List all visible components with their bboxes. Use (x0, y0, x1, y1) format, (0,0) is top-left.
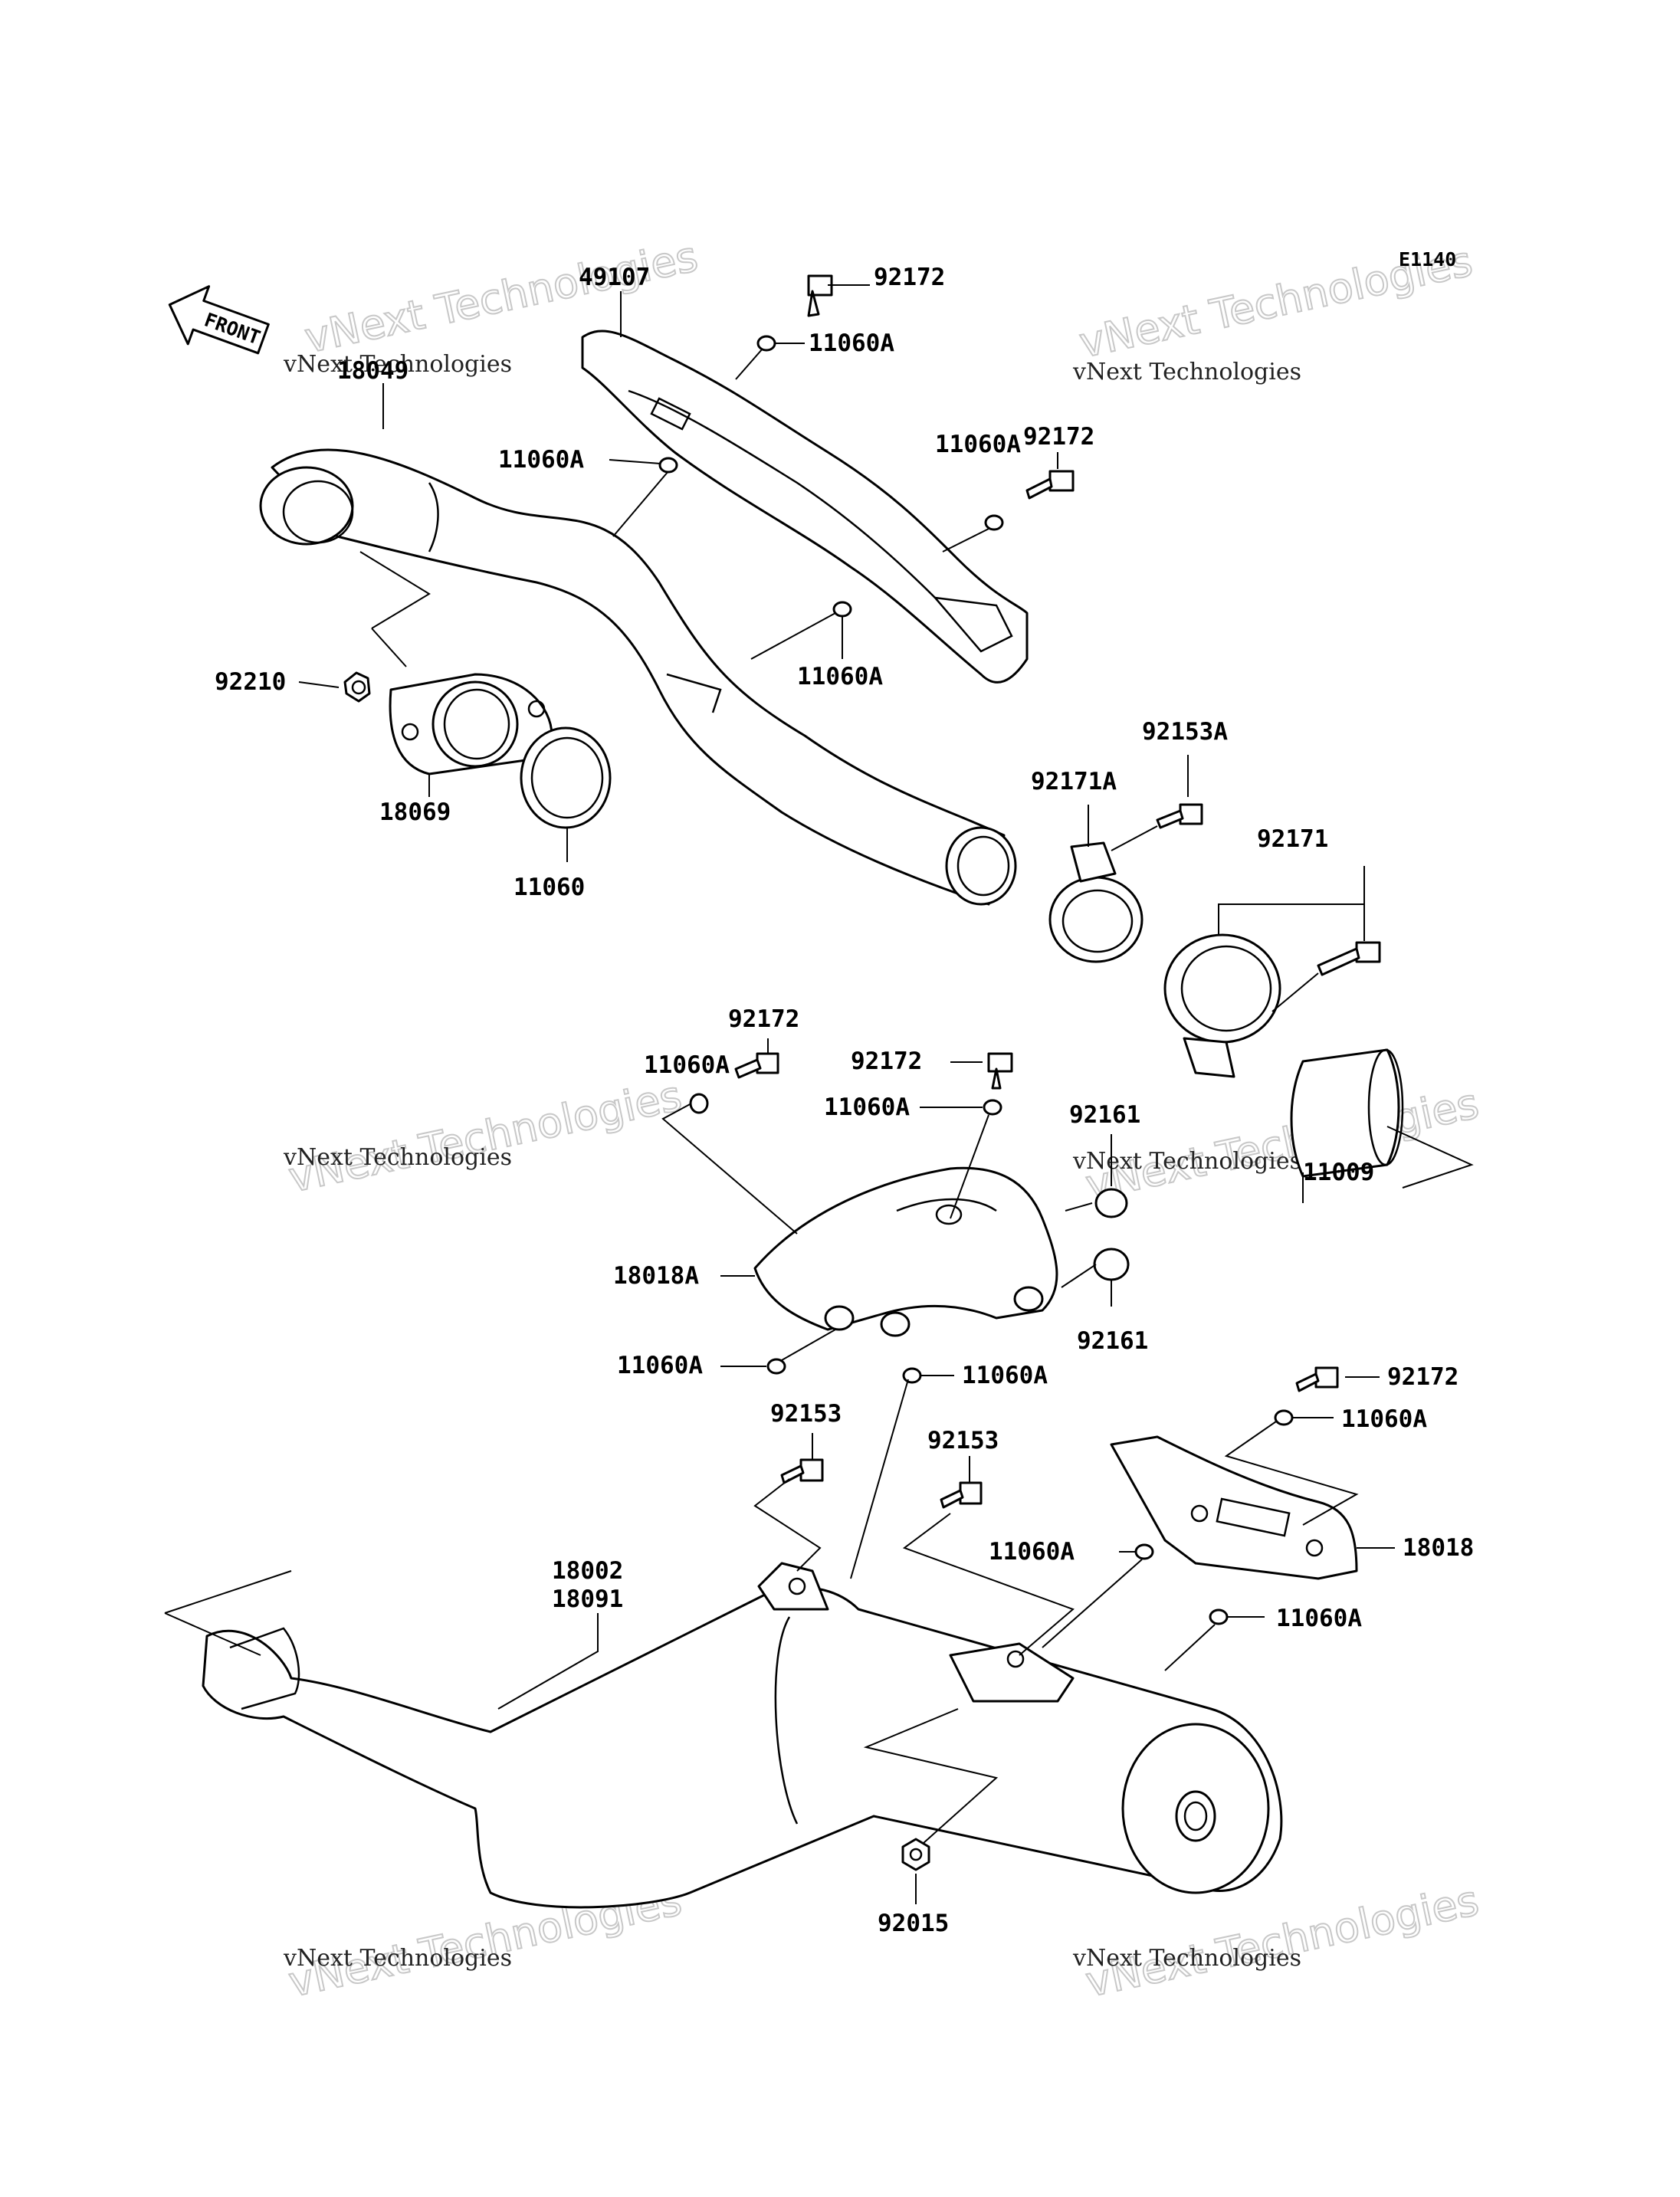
bolt-92153-a (780, 1458, 824, 1484)
bolt-92172-e (1295, 1366, 1339, 1392)
label-92210: 92210 (215, 668, 286, 696)
bolt-92172-d (987, 1052, 1013, 1090)
bolt-92171 (1317, 941, 1381, 976)
washer-11060A-d (832, 601, 852, 618)
label-11060A: 11060A (935, 431, 1021, 458)
label-18002: 18002 (552, 1557, 623, 1585)
label-92172: 92172 (1387, 1363, 1459, 1391)
label-11060A: 11060A (824, 1094, 910, 1121)
label-11060A: 11060A (1276, 1605, 1362, 1632)
grommet-92161-a (1094, 1188, 1128, 1218)
part-labels: 49107 92172 11060A 18049 11060A 92172 11… (215, 264, 1474, 1937)
nut-92015 (901, 1838, 930, 1871)
label-92153: 92153 (770, 1400, 842, 1428)
washer-11060A-k (1209, 1608, 1229, 1625)
watermark-text: vNext Technologies (284, 1071, 686, 1202)
washer-11060A-h (902, 1367, 922, 1384)
heat-shield-18018 (1110, 1435, 1358, 1580)
clamp-92171 (1163, 933, 1281, 1078)
label-11060A: 11060A (1341, 1405, 1427, 1433)
washer-11060A-i (1274, 1409, 1294, 1426)
label-11009: 11009 (1303, 1159, 1374, 1186)
bolt-92172-a (807, 274, 833, 317)
bolt-92172-b (1025, 470, 1075, 500)
label-92172: 92172 (728, 1005, 799, 1033)
label-11060A: 11060A (962, 1362, 1048, 1389)
label-92015: 92015 (878, 1910, 949, 1937)
label-18018A: 18018A (613, 1262, 699, 1290)
nut-92210 (343, 671, 371, 703)
washer-11060A-b (658, 457, 678, 474)
label-92171A: 92171A (1031, 768, 1117, 795)
label-92172: 92172 (1023, 423, 1094, 451)
label-18018: 18018 (1403, 1534, 1474, 1562)
watermark-label: vNext Technologies (1072, 1148, 1301, 1175)
grommet-92161-b (1093, 1248, 1130, 1281)
sleeve-11009 (1290, 1048, 1404, 1178)
label-92153A: 92153A (1142, 718, 1228, 746)
washer-11060A-g (766, 1358, 786, 1375)
watermark-label: vNext Technologies (1072, 1945, 1301, 1972)
front-arrow-icon: FRONT (168, 285, 270, 355)
bolt-92172-c (734, 1052, 779, 1079)
label-11060A: 11060A (498, 446, 584, 474)
washer-11060A-c (984, 514, 1004, 531)
label-92161: 92161 (1077, 1327, 1148, 1355)
label-11060A: 11060A (809, 330, 894, 357)
heat-guard-49107 (581, 330, 1029, 684)
label-11060A: 11060A (644, 1051, 730, 1079)
bolt-92153-b (940, 1481, 983, 1509)
label-11060A: 11060A (989, 1538, 1075, 1566)
watermark-label: vNext Technologies (1072, 359, 1301, 385)
label-18069: 18069 (379, 798, 451, 826)
watermark-text: vNext Technologies (1081, 1079, 1483, 1209)
watermark-label: vNext Technologies (283, 1945, 512, 1972)
washer-11060A-e (689, 1093, 709, 1114)
watermark-label: vNext Technologies (283, 1144, 512, 1171)
label-11060A: 11060A (617, 1352, 703, 1379)
washer-11060A-j (1134, 1543, 1154, 1560)
label-92171: 92171 (1257, 825, 1328, 853)
leader-lines (164, 284, 1474, 1904)
exhaust-pipe-18049 (259, 448, 1017, 906)
washer-11060A-f (983, 1099, 1002, 1116)
watermark-text: vNext Technologies (1081, 1876, 1483, 2006)
label-92161: 92161 (1069, 1101, 1140, 1129)
gasket-11060 (520, 726, 612, 829)
flange-18069 (389, 673, 553, 776)
label-18091: 18091 (552, 1585, 623, 1613)
muffler-18002 (202, 1562, 1283, 1909)
label-92153: 92153 (927, 1427, 999, 1454)
clamp-92171A (1048, 841, 1144, 963)
washer-11060A-a (756, 335, 776, 352)
label-11060: 11060 (514, 874, 585, 901)
label-92172: 92172 (874, 264, 945, 291)
heat-shield-18018A (753, 1166, 1058, 1337)
label-11060A: 11060A (797, 663, 883, 690)
watermark-label: vNext Technologies (283, 351, 512, 378)
label-49107: 49107 (579, 264, 650, 291)
bolt-92153A (1156, 803, 1203, 829)
label-92172: 92172 (851, 1048, 922, 1075)
diagram-code: E1140 (1399, 248, 1456, 271)
label-18049: 18049 (337, 357, 409, 385)
